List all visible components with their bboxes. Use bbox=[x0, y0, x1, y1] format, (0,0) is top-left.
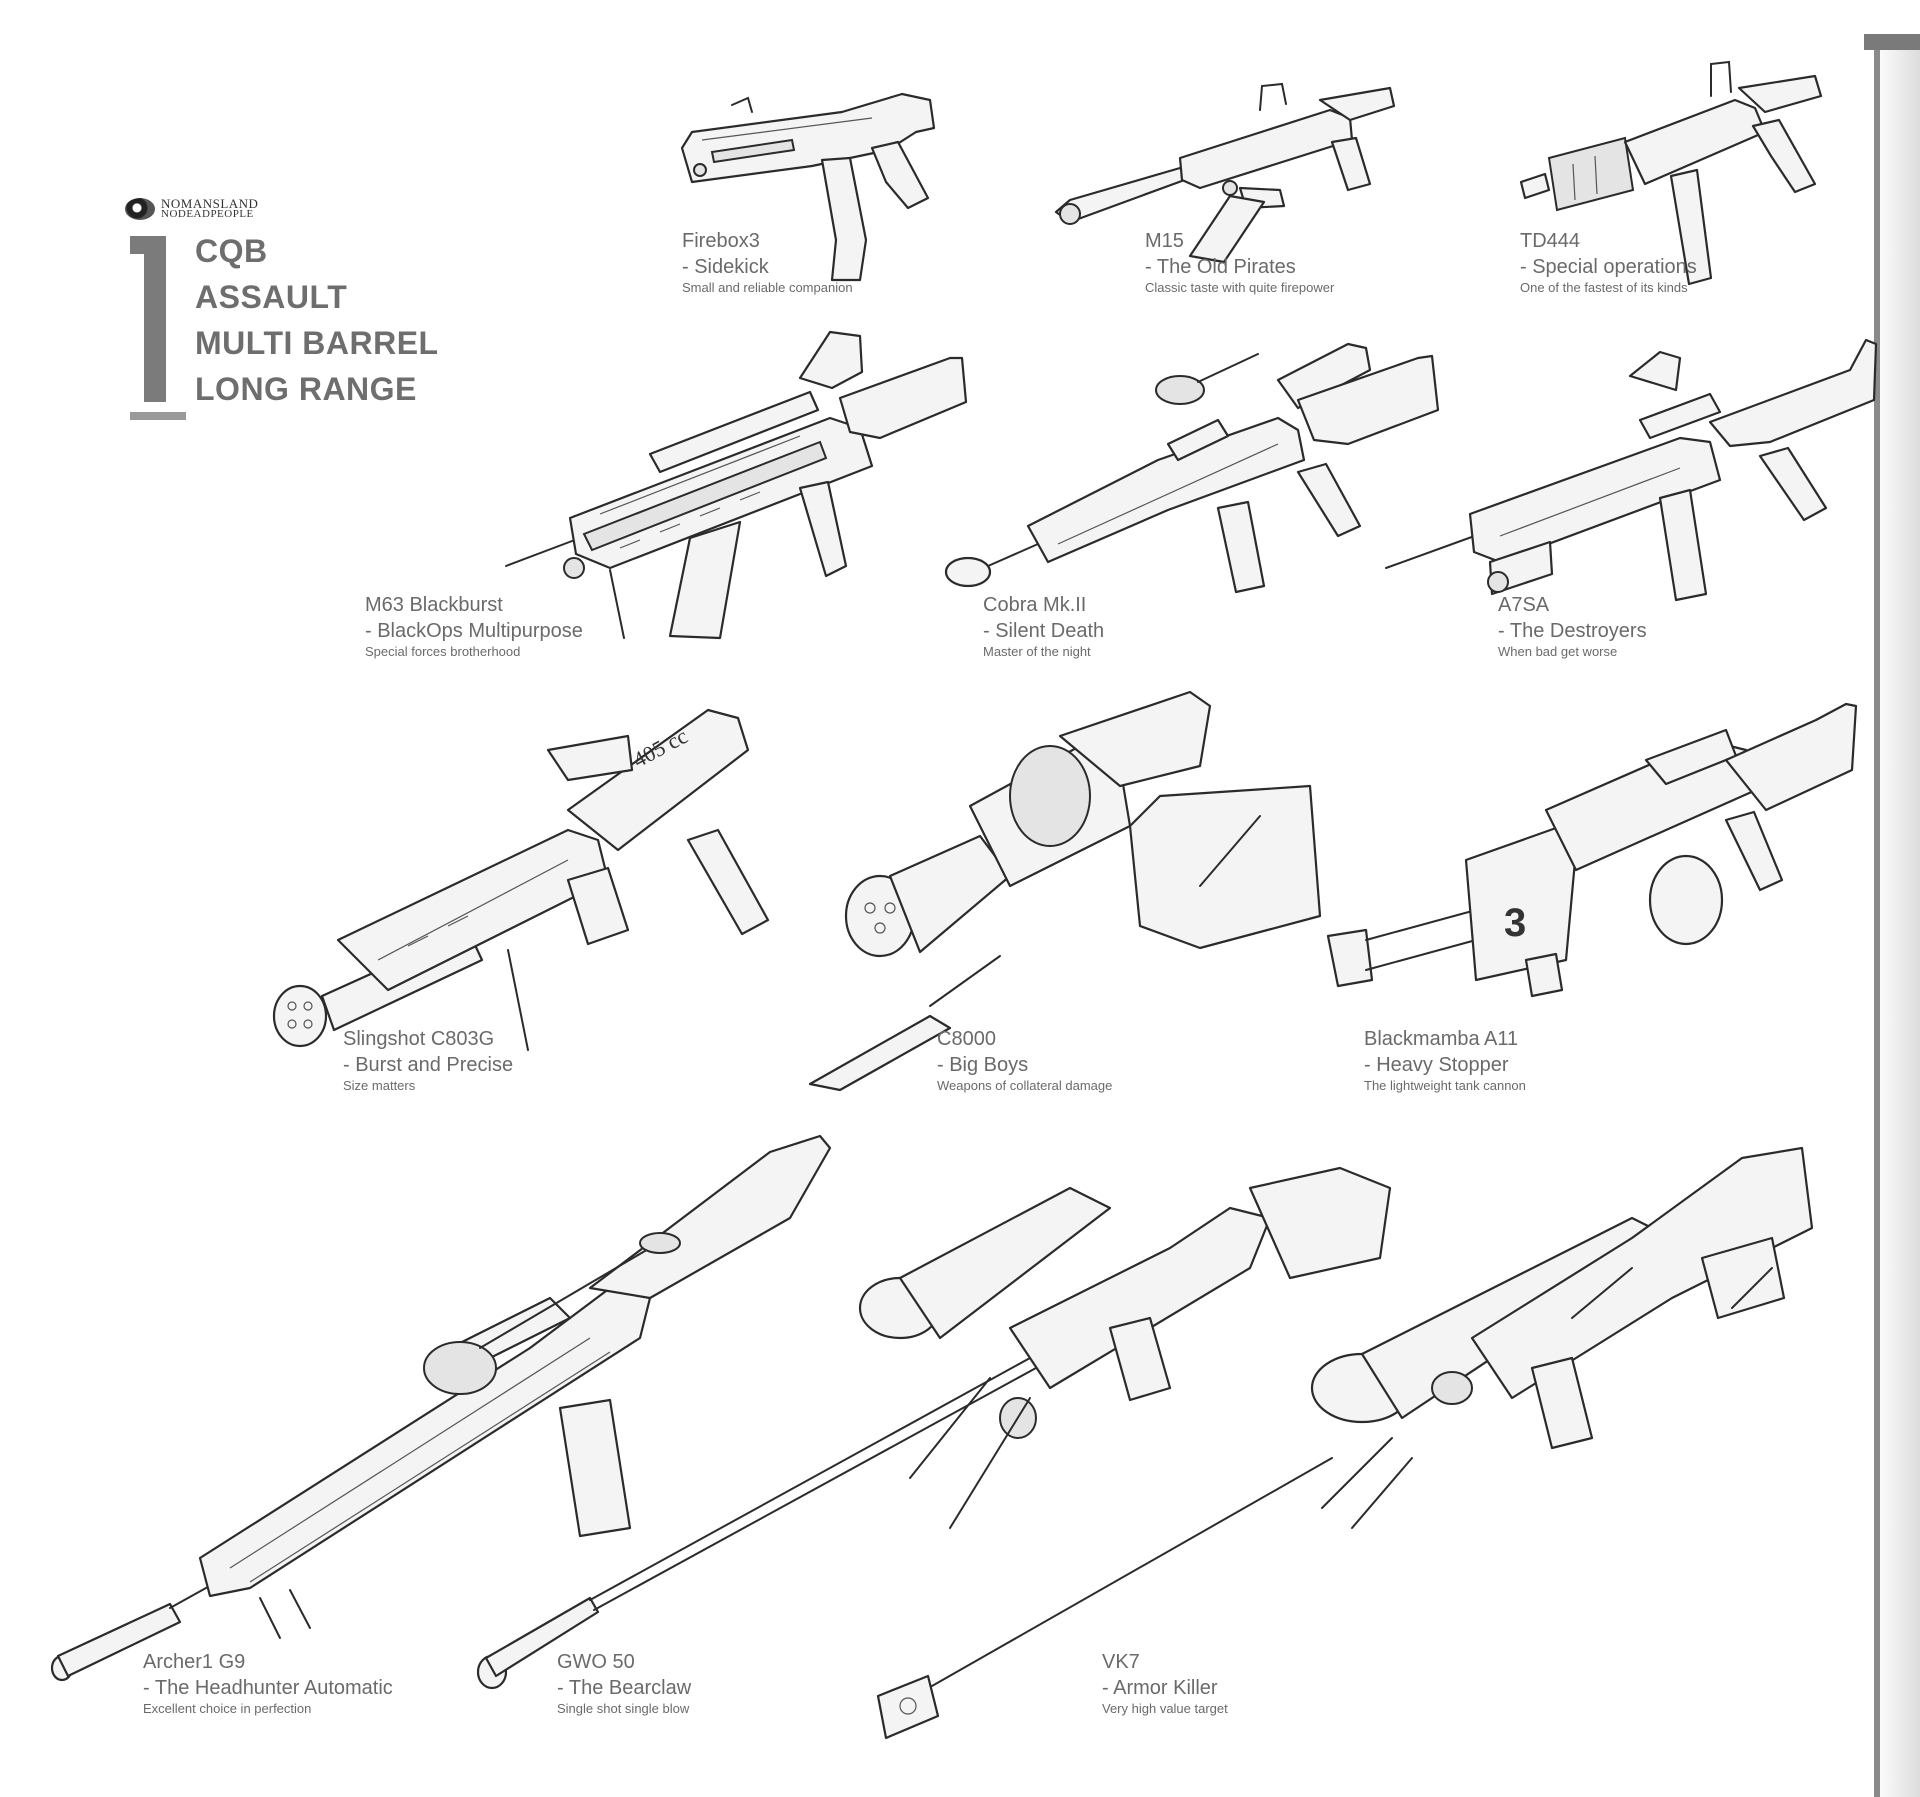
category-list: CQB ASSAULT MULTI BARREL LONG RANGE bbox=[195, 228, 439, 412]
weapon-name: Firebox3 bbox=[682, 230, 760, 252]
category-item: CQB bbox=[195, 233, 268, 269]
caption-vk7: VK7 - Armor Killer Very high value targe… bbox=[1102, 1649, 1228, 1717]
weapon-tagline: - Sidekick bbox=[682, 256, 769, 278]
caption-c8000: C8000 - Big Boys Weapons of collateral d… bbox=[937, 1026, 1112, 1094]
weapon-name: Archer1 G9 bbox=[143, 1651, 246, 1673]
caption-m63-blackburst: M63 Blackburst - BlackOps Multipurpose S… bbox=[365, 592, 583, 660]
weapon-description: One of the fastest of its kinds bbox=[1520, 280, 1688, 295]
page-corner-tab bbox=[1864, 34, 1920, 50]
weapon-name: A7SA bbox=[1498, 594, 1550, 616]
brand-line-2: NODEADPEOPLE bbox=[161, 208, 254, 220]
weapon-description: When bad get worse bbox=[1498, 644, 1618, 659]
assault-rifle-icon bbox=[505, 330, 968, 640]
weapon-name: VK7 bbox=[1102, 1651, 1140, 1673]
multi-barrel-icon: 3 bbox=[1326, 702, 1858, 998]
caption-a7sa: A7SA - The Destroyers When bad get worse bbox=[1498, 592, 1647, 660]
receiver-marking: 3 bbox=[1504, 901, 1526, 945]
weapon-tagline: - Special operations bbox=[1520, 256, 1697, 278]
multi-barrel-icon: 405 cc bbox=[272, 708, 770, 1051]
weapon-tagline: - The Old Pirates bbox=[1145, 256, 1296, 278]
sniper-rifle-icon bbox=[476, 1166, 1392, 1690]
multi-barrel-icon bbox=[808, 690, 1322, 1092]
caption-slingshot-c803g: Slingshot C803G - Burst and Precise Size… bbox=[343, 1026, 513, 1094]
weapon-description: Special forces brotherhood bbox=[365, 644, 521, 659]
weapon-name: M63 Blackburst bbox=[365, 594, 503, 616]
caption-archer1-g9: Archer1 G9 - The Headhunter Automatic Ex… bbox=[143, 1649, 393, 1717]
page-edge-strip bbox=[1874, 34, 1920, 1797]
eye-icon bbox=[125, 198, 155, 220]
weapon-description: The lightweight tank cannon bbox=[1364, 1078, 1526, 1093]
smg-icon bbox=[1054, 82, 1396, 264]
page-edge-line bbox=[1874, 34, 1880, 1797]
weapon-name: Blackmamba A11 bbox=[1364, 1028, 1519, 1050]
weapon-tagline: - The Destroyers bbox=[1498, 620, 1647, 642]
caption-gwo-50: GWO 50 - The Bearclaw Single shot single… bbox=[557, 1649, 691, 1717]
caption-m15: M15 - The Old Pirates Classic taste with… bbox=[1145, 228, 1334, 296]
category-item: LONG RANGE bbox=[195, 371, 417, 407]
weapon-description: Master of the night bbox=[983, 644, 1091, 659]
weapon-tagline: - Silent Death bbox=[983, 620, 1105, 642]
weapon-description: Size matters bbox=[343, 1078, 416, 1093]
weapon-name: TD444 bbox=[1520, 230, 1581, 252]
weapon-tagline: - Big Boys bbox=[937, 1054, 1029, 1076]
weapon-tagline: - Heavy Stopper bbox=[1364, 1054, 1509, 1076]
weapon-name: Cobra Mk.II bbox=[983, 594, 1087, 616]
weapon-description: Very high value target bbox=[1102, 1701, 1228, 1716]
category-item: ASSAULT bbox=[195, 279, 348, 315]
weapon-description: Small and reliable companion bbox=[682, 280, 853, 295]
weapon-tagline: - The Headhunter Automatic bbox=[143, 1677, 393, 1699]
assault-rifle-icon bbox=[944, 342, 1440, 594]
weapon-description: Single shot single blow bbox=[557, 1701, 690, 1716]
caption-cobra-mk2: Cobra Mk.II - Silent Death Master of the… bbox=[983, 592, 1104, 660]
smg-icon bbox=[680, 92, 936, 282]
weapon-name: M15 bbox=[1145, 230, 1184, 252]
weapon-name: Slingshot C803G bbox=[343, 1028, 495, 1050]
brand-logo: NOMANSLAND NODEADPEOPLE bbox=[125, 196, 259, 220]
assault-rifle-icon bbox=[1385, 338, 1878, 602]
brand-line-1: NOMANSLAND bbox=[161, 196, 259, 211]
category-item: MULTI BARREL bbox=[195, 325, 439, 361]
sniper-rifle-icon bbox=[876, 1146, 1814, 1740]
caption-firebox3: Firebox3 - Sidekick Small and reliable c… bbox=[682, 228, 853, 296]
weapon-name: GWO 50 bbox=[557, 1651, 635, 1673]
weapon-description: Weapons of collateral damage bbox=[937, 1078, 1113, 1093]
weapon-tagline: - Burst and Precise bbox=[343, 1054, 514, 1076]
weapon-name: C8000 bbox=[937, 1028, 996, 1050]
weapon-tagline: - The Bearclaw bbox=[557, 1677, 692, 1699]
smg-icon bbox=[1519, 60, 1823, 286]
weapon-description: Classic taste with quite firepower bbox=[1145, 280, 1335, 295]
weapon-tagline: - Armor Killer bbox=[1102, 1677, 1218, 1699]
sniper-rifle-icon bbox=[50, 1134, 832, 1682]
caption-td444: TD444 - Special operations One of the fa… bbox=[1520, 228, 1697, 296]
caption-blackmamba-a11: Blackmamba A11 - Heavy Stopper The light… bbox=[1364, 1026, 1526, 1094]
weapon-description: Excellent choice in perfection bbox=[143, 1701, 312, 1716]
weapon-tagline: - BlackOps Multipurpose bbox=[365, 620, 583, 642]
chapter-number-one-icon bbox=[130, 236, 186, 420]
